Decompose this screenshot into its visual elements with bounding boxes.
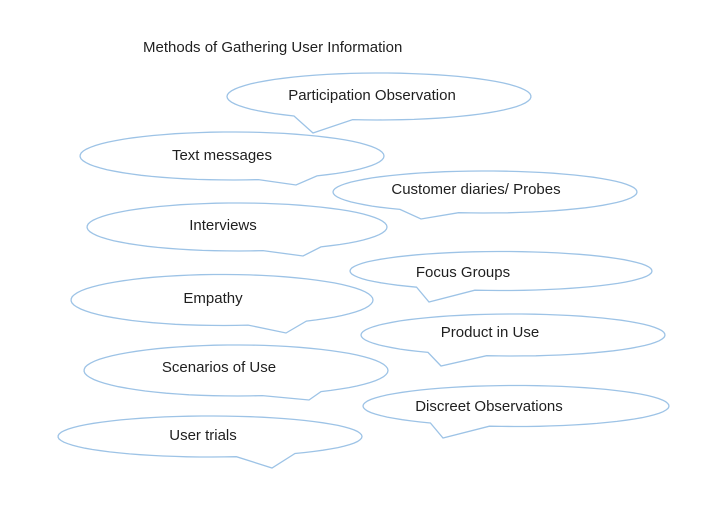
- callout-shape-9: [57, 415, 363, 469]
- callout-shape-3: [86, 202, 388, 257]
- callout-shape-0: [226, 72, 532, 134]
- page-title: Methods of Gathering User Information: [143, 39, 403, 56]
- callout-shape-8: [362, 384, 670, 439]
- callout-shape-1: [79, 131, 385, 186]
- callout-shape-6: [360, 313, 666, 367]
- callout-shape-2: [332, 170, 638, 220]
- callout-shape-5: [70, 273, 374, 334]
- callout-shape-7: [83, 344, 389, 401]
- callout-shape-4: [349, 250, 653, 303]
